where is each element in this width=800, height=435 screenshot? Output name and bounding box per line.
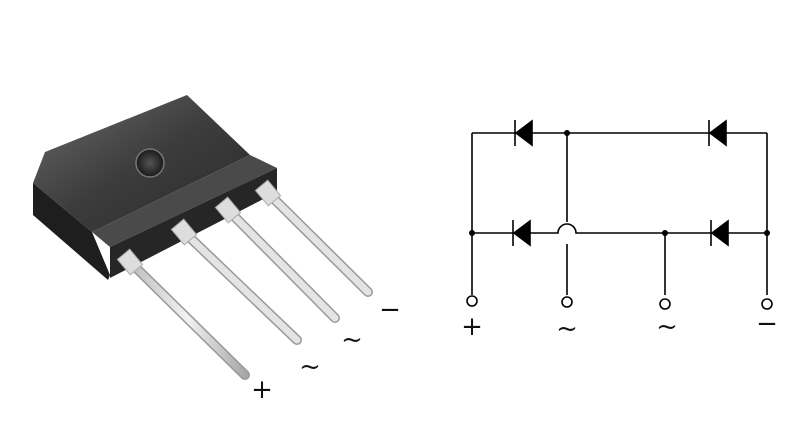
terminals xyxy=(466,295,773,310)
diode-top-right xyxy=(708,119,727,147)
package-label-minus: − xyxy=(379,295,401,325)
mounting-hole xyxy=(135,148,165,178)
wire-bottom xyxy=(472,223,767,234)
schematic-label-plus: + xyxy=(461,312,483,342)
schematic-label-ac2: ~ xyxy=(656,312,678,342)
schematic-label-minus: − xyxy=(756,309,778,339)
package-front xyxy=(110,168,277,278)
diode-bottom-left xyxy=(512,219,531,247)
package-side xyxy=(33,183,110,280)
package-label-ac2: ~ xyxy=(341,325,363,355)
schematic-label-ac1: ~ xyxy=(556,314,578,344)
leads xyxy=(116,179,373,380)
package-front-ridge xyxy=(92,155,277,247)
diode-bottom-right xyxy=(710,219,729,247)
schematic xyxy=(466,119,773,310)
junction-dots xyxy=(469,130,770,236)
rectifier-package: + ~ ~ − xyxy=(33,95,401,405)
diode-top-left xyxy=(514,119,533,147)
package-label-ac1: ~ xyxy=(299,352,321,382)
package-label-plus: + xyxy=(251,375,273,405)
